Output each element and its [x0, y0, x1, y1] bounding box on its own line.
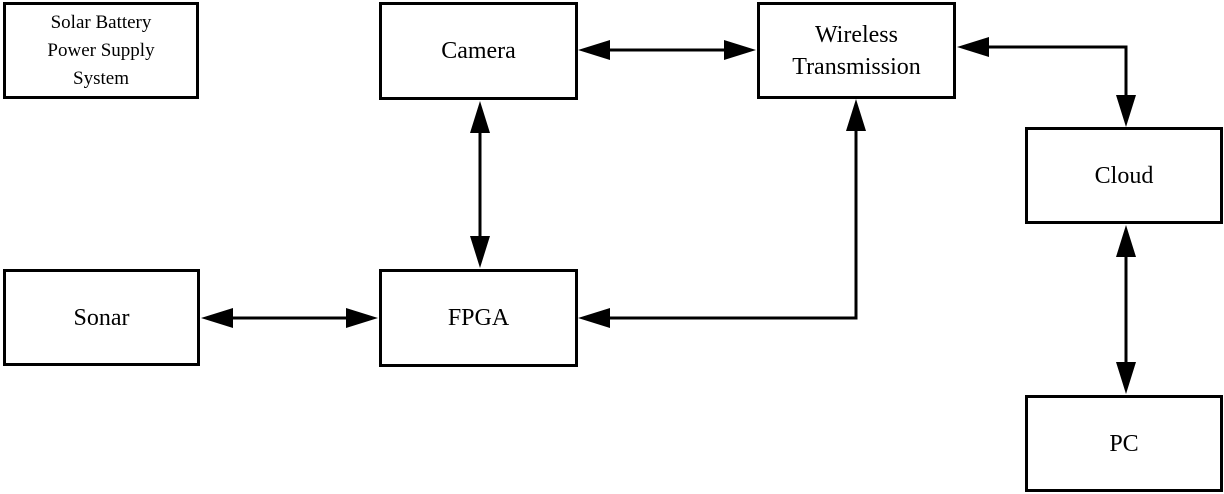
arrowhead-left: [957, 37, 989, 57]
arrowhead-down: [1116, 362, 1136, 394]
node-sonar: Sonar: [3, 269, 200, 366]
arrowhead-right: [346, 308, 378, 328]
node-camera: Camera: [379, 2, 578, 100]
arrowhead-up: [846, 99, 866, 131]
node-label-line: System: [73, 67, 129, 89]
node-label-line: Power Supply: [47, 39, 155, 61]
edge-fpga-wireless: [608, 130, 858, 320]
node-fpga: FPGA: [379, 269, 578, 367]
arrowhead-right: [724, 40, 756, 60]
node-label: Camera: [441, 38, 516, 64]
arrowhead-left: [578, 40, 610, 60]
node-label-line: Wireless: [814, 21, 898, 48]
node-pc: PC: [1025, 395, 1223, 492]
arrowhead-up: [1116, 225, 1136, 257]
arrowhead-down: [1116, 95, 1136, 127]
node-label: PC: [1109, 430, 1139, 457]
arrowhead-up: [470, 101, 490, 133]
node-label: Sonar: [73, 304, 130, 331]
node-label: Cloud: [1094, 162, 1154, 189]
arrowhead-down: [470, 236, 490, 268]
node-cloud: Cloud: [1025, 127, 1223, 224]
node-label-line: Solar Battery: [50, 11, 152, 33]
arrowhead-left: [201, 308, 233, 328]
node-label: FPGA: [447, 305, 510, 331]
arrowhead-left: [578, 308, 610, 328]
node-wireless-transmission: Wireless Transmission: [757, 2, 956, 99]
edge-wireless-cloud: [988, 45, 1128, 98]
node-label-line: Transmission: [792, 53, 921, 80]
node-solar-battery-power-supply-system: Solar Battery Power Supply System: [3, 2, 199, 99]
